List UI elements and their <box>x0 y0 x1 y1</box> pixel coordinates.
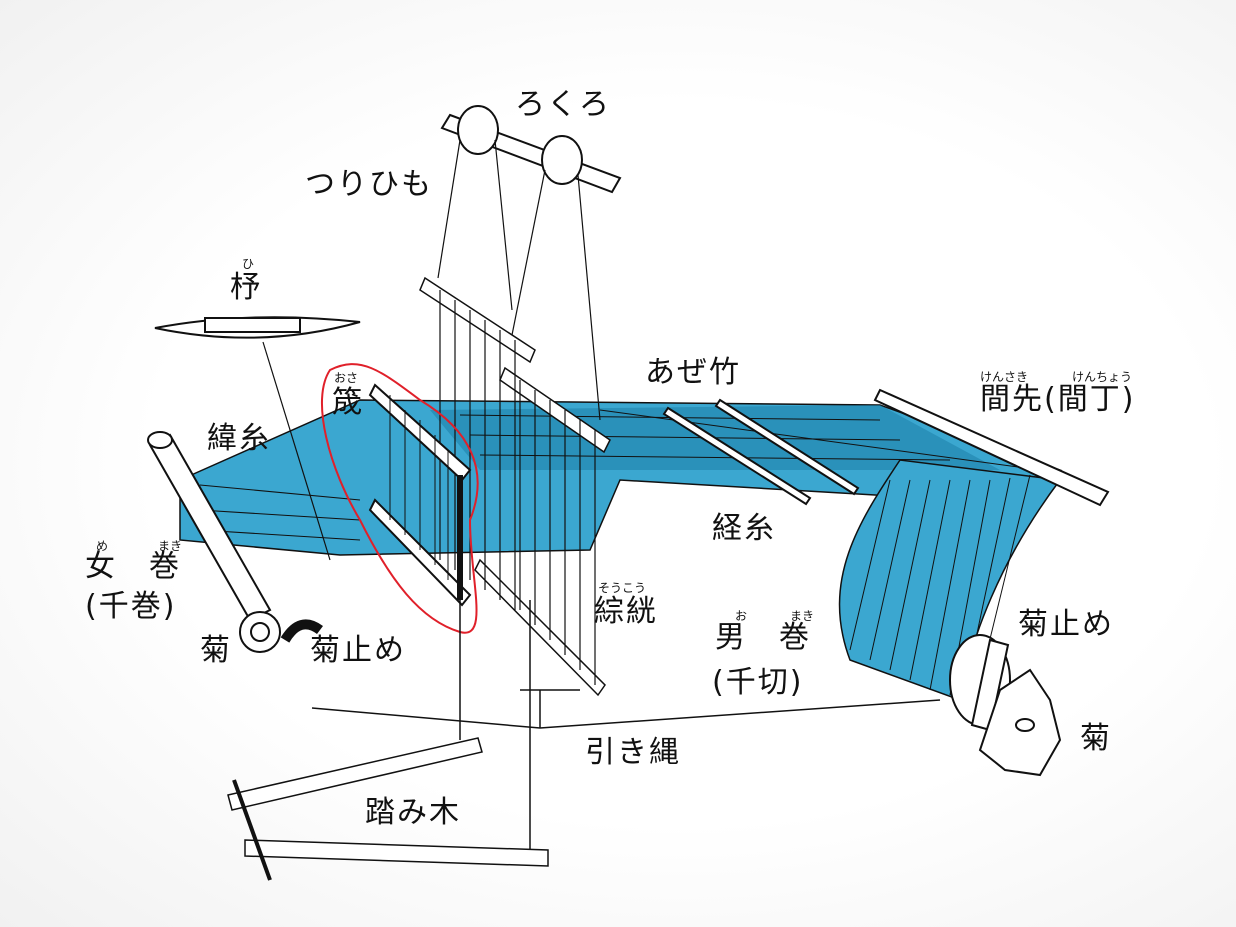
label-nukiito: 緯糸 <box>207 421 271 456</box>
rokuro-pulley <box>437 105 622 421</box>
label-rokuro: ろくろ <box>515 87 611 122</box>
label-hikinawa: 引き縄 <box>585 735 681 770</box>
lease-sticks <box>662 398 860 506</box>
ruby-memaki-1: め <box>96 539 109 553</box>
reed <box>368 383 472 607</box>
label-azedake: あぜ竹 <box>645 355 741 390</box>
heddles <box>419 276 611 697</box>
label-soukou: 綜絖 <box>594 594 658 629</box>
label-memaki: 女 巻 <box>85 549 181 584</box>
label-chikiri: (千切) <box>712 665 804 700</box>
ruby-hi: ひ <box>242 257 255 271</box>
label-kikudome-right: 菊止め <box>1018 607 1114 642</box>
label-kiku-right: 菊 <box>1080 721 1112 756</box>
label-kikudome-left: 菊止め <box>310 633 406 668</box>
warp-threads <box>179 399 1063 702</box>
shuttle <box>154 316 361 561</box>
label-fumiki: 踏み木 <box>365 795 461 830</box>
ruby-omaki-1: お <box>735 609 748 623</box>
ruby-omaki-2: まき <box>790 609 815 623</box>
raddle-bar <box>873 388 1110 507</box>
ruby-soukou: そうこう <box>598 581 647 595</box>
ruby-osa: おさ <box>334 371 359 385</box>
cloth-beam <box>147 431 323 653</box>
ruby-kencho: けんちょう <box>1072 370 1133 384</box>
warp-beam <box>949 634 1062 777</box>
treadles <box>227 600 941 881</box>
label-hi: 杼 <box>230 270 262 305</box>
ruby-kensaki: けんさき <box>980 370 1029 384</box>
label-kensaki: 間先(間丁) <box>980 382 1136 417</box>
label-tsurihimo: つりひも <box>305 167 433 202</box>
highlight-circle <box>321 363 479 634</box>
label-tateito: 経糸 <box>712 511 776 546</box>
label-osa: 筬 <box>332 385 364 420</box>
ruby-memaki-2: まき <box>158 539 183 553</box>
label-chimaki: (千巻) <box>85 589 177 624</box>
label-omaki: 男 巻 <box>715 620 811 655</box>
label-kiku-left: 菊 <box>200 633 232 668</box>
